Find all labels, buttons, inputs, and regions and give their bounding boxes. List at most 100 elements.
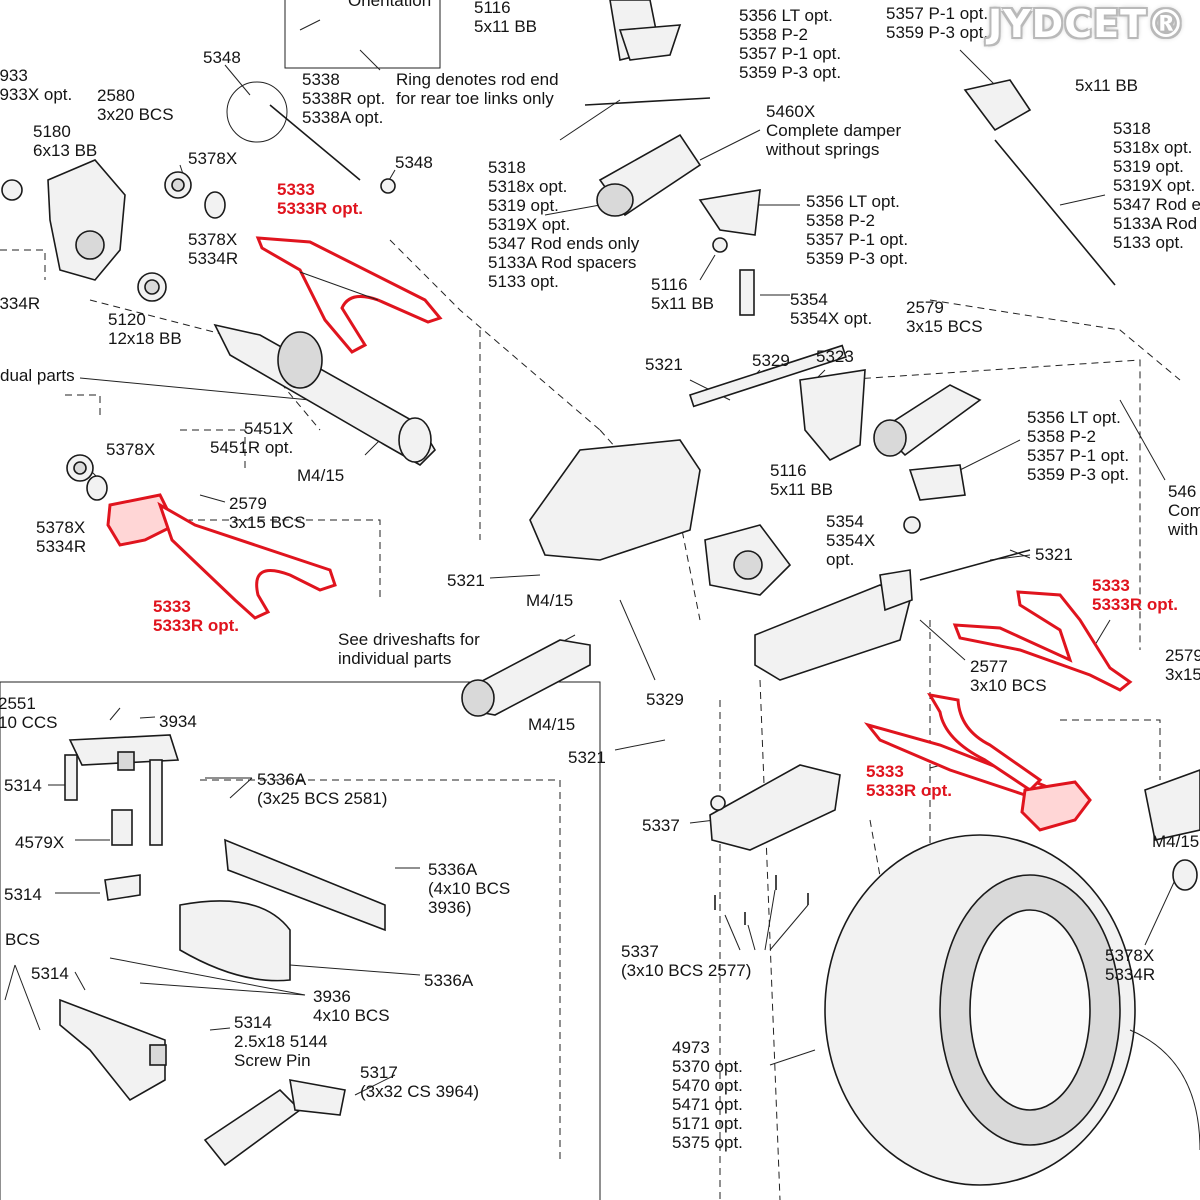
label-5318-center: 5318 5318x opt. 5319 opt. 5319X opt. 534… [488,158,640,291]
bearing-5378x-a [164,171,226,219]
label-5356-mid: 5356 LT opt. 5358 P-2 5357 P-1 opt. 5359… [806,192,909,268]
dash-guide-15 [150,519,381,600]
label-5116-center: 5116 5x11 BB [770,461,834,499]
arm-5333-lower-right [863,692,1092,832]
dash-guide-8 [839,359,1141,650]
driveshaft-center [461,639,591,717]
label-5116-mid: 5116 5x11 BB [651,275,715,313]
label-5356-top: 5356 LT opt. 5358 P-2 5357 P-1 opt. 5359… [739,6,842,82]
shock-right [873,384,982,501]
camber-link-top [609,0,682,61]
label-5321-d: 5321 [568,748,606,767]
label-2579-b: 2579 3x15 BCS [906,298,983,336]
arm-5333-upper-left [255,236,443,354]
label-5317: 5317 (3x32 CS 3964) [360,1063,480,1101]
label-5314-b: 5314 [4,885,42,904]
label-5120: 5120 12x18 BB [108,310,182,348]
label-5378x-a: 5378X [188,149,238,168]
toe-link-5338 [269,104,396,194]
driveshaft-5451x [213,323,437,466]
label-see-driveshafts: See driveshafts for individual parts [338,630,480,668]
label-5321-b: 5321 [1035,545,1073,564]
label-5333-upper-right: 5333 5333R opt. [1092,576,1178,614]
label-5451x: 5451X 5451R opt. [210,419,294,457]
tire-4973 [824,834,1200,1186]
label-5323: 5323 [816,347,854,366]
label-5378x-5334r-a: 5378X 5334R [188,230,239,268]
label-5314-a: 5314 [4,776,42,795]
label-bcs: BCS [5,930,40,949]
shock-mount-mid [698,189,761,236]
dash-guide-14 [200,779,561,1160]
label-5357-topright: 5357 P-1 opt. 5359 P-3 opt. [886,4,989,42]
shock-5317 [203,1079,346,1167]
chassis-center [529,344,866,596]
arm-5333-lower-left [106,493,337,620]
label-m415-d: M4/15 [1152,832,1200,851]
dash-guide-9 [929,299,1181,381]
label-5x11-topright: 5x11 BB [1075,76,1139,95]
label-5334r-left: 5334R [0,294,41,313]
label-5378x-5334r-c: 5378X 5334R [1105,946,1156,984]
label-5180: 5180 6x13 BB [33,122,98,160]
inset-box-bottom-left [0,681,601,1200]
label-m415-c: M4/15 [528,715,576,734]
label-2580: 2580 3x20 BCS [97,86,174,124]
label-546-right: 546 Com with [1168,482,1200,539]
inset-circle-rod-end [226,81,288,143]
label-5333-upper-left: 5333 5333R opt. [277,180,363,218]
skid-plate-5337 [709,764,841,925]
label-orientation: Orientation [348,0,432,10]
label-5378x-b: 5378X [106,440,156,459]
label-5336a-c: 5336A [424,971,474,990]
label-4579x: 4579X [15,833,65,852]
label-5348-mid: 5348 [395,153,433,172]
label-5321-c: 5321 [447,571,485,590]
rod-end-link [584,97,711,106]
label-5336a-b: 5336A (4x10 BCS 3936) [428,860,511,917]
label-5318-right: 5318 5318x opt. 5319 opt. 5319X opt. 534… [1113,119,1200,252]
inset-box-top [284,0,441,69]
dash-guide-11 [759,679,781,1200]
label-5333-lower-left: 5333 5333R opt. [153,597,239,635]
shock-mount-topright [963,79,1116,286]
label-5321-a: 5321 [645,355,683,374]
label-m415-b: M4/15 [526,591,574,610]
body-mount-5314-bottom [59,998,167,1102]
label-5460x: 5460X Complete damper without springs [766,102,902,159]
label-individual-parts-left: dual parts [0,366,75,385]
body-mount-5314-top [64,734,180,846]
pivot-5354 [712,237,755,316]
label-5314-d: 5314 2.5x18 5144 Screw Pin [234,1013,328,1070]
label-m415-a: M4/15 [297,466,345,485]
label-2551: 2551 10 CCS [0,694,58,732]
dash-guide-5 [389,239,601,431]
shock-5460x-top [596,133,702,217]
label-2579-c: 2579 3x15 [1165,646,1200,684]
label-ring-denotes: Ring denotes rod end for rear toe links … [396,70,559,108]
label-5354-mid: 5354 5354X opt. [790,290,873,328]
label-5348-top: 5348 [203,48,241,67]
label-5378x-5334r-b: 5378X 5334R [36,518,87,556]
dash-guide-1 [0,249,46,280]
dash-guide-3 [180,429,246,470]
label-4973: 4973 5370 opt. 5470 opt. 5471 opt. 5171 … [672,1038,743,1152]
dash-guide-13 [1060,719,1161,780]
label-3936: 3936 4x10 BCS [313,987,390,1025]
label-3934: 3934 [159,712,197,731]
servo-4579x [104,809,141,901]
label-5337-b: 5337 (3x10 BCS 2577) [621,942,752,980]
dash-guide-2 [65,394,101,420]
label-5337-a: 5337 [642,816,680,835]
bumper-5336a [179,838,386,982]
leader-lines [4,19,1176,1096]
axle-right-edge [1144,769,1200,891]
bulkhead-right [754,516,1031,681]
bearing-5120 [137,272,167,302]
watermark-logo: JYDCET® [988,2,1186,46]
label-5333-lower-right: 5333 5333R opt. [866,762,952,800]
label-2577: 2577 3x10 BCS [970,657,1047,695]
label-5336a-a: 5336A (3x25 BCS 2581) [257,770,388,808]
